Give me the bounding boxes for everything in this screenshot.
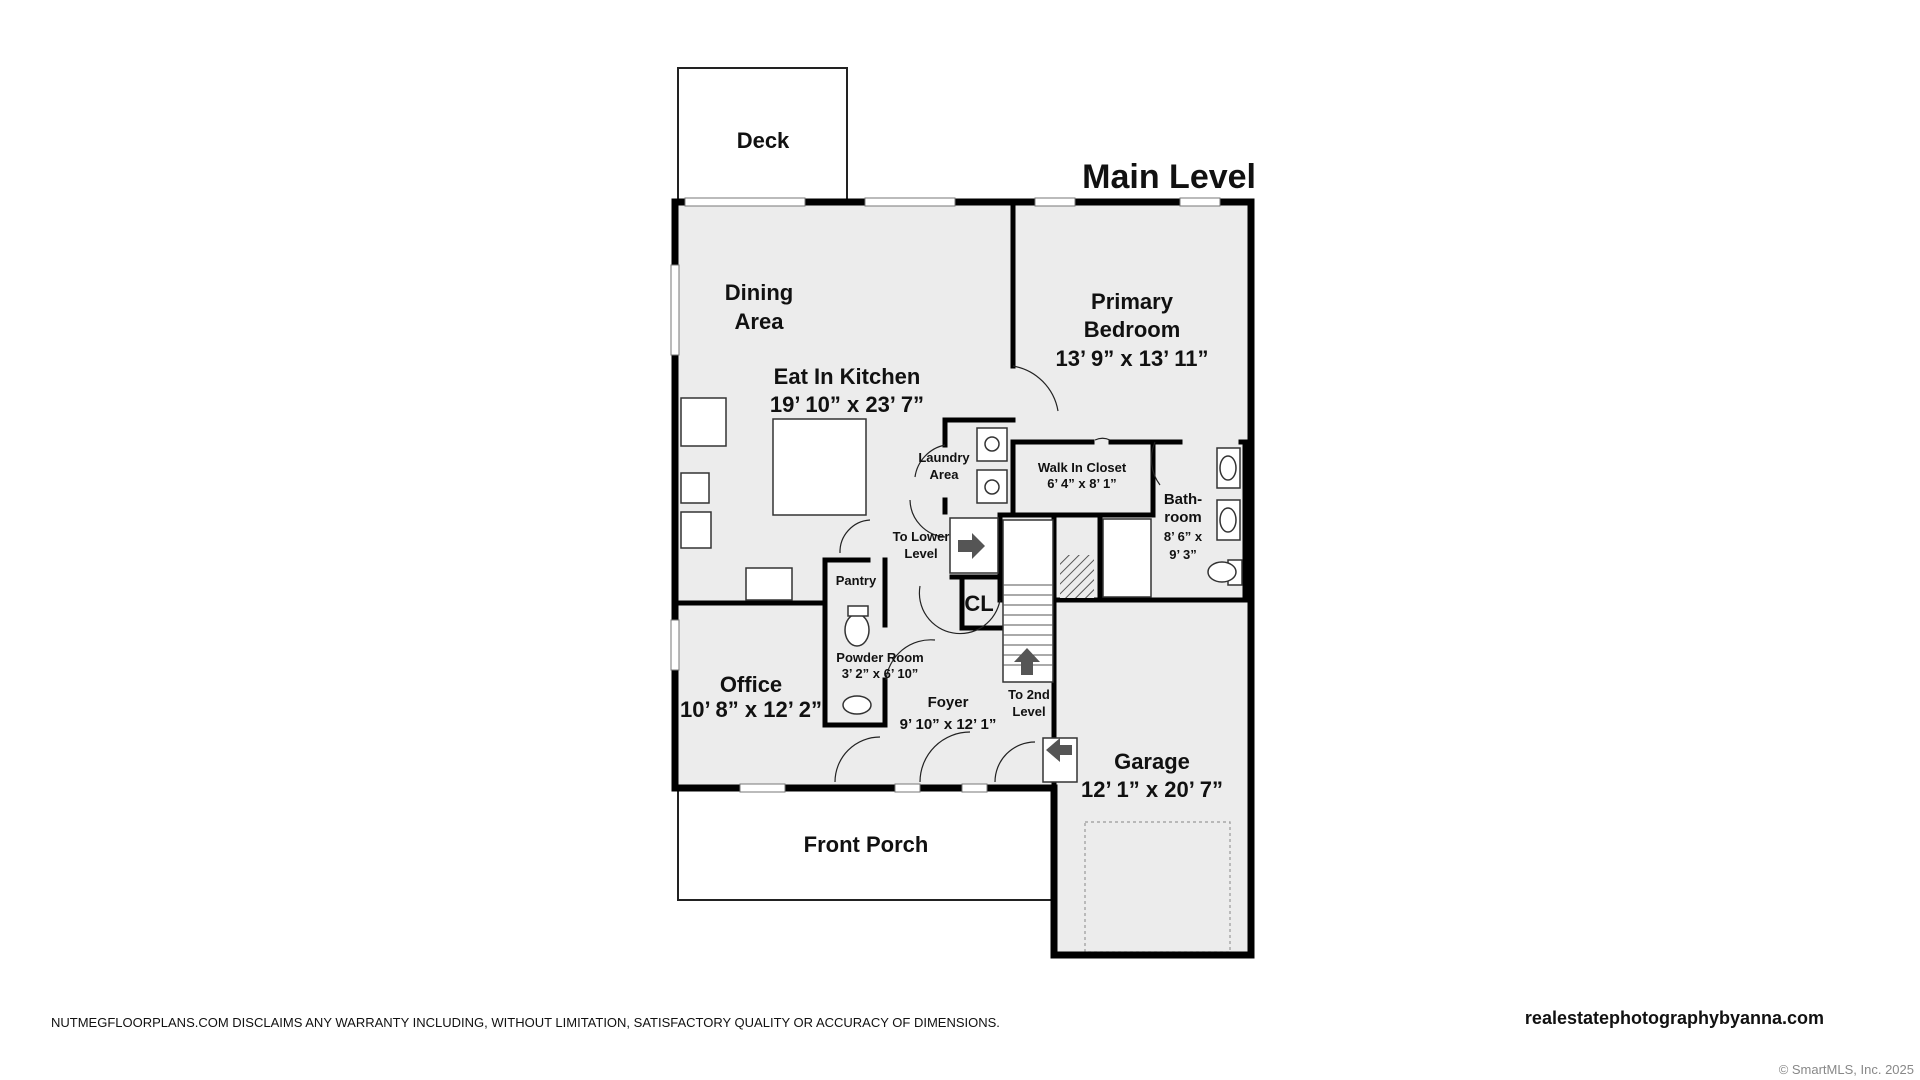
to-2nd-label-line1: To 2nd — [1008, 687, 1050, 702]
bathroom-label-line1: Bath- — [1164, 491, 1202, 508]
deck-label: Deck — [737, 128, 790, 153]
kitchen-label: Eat In Kitchen — [774, 364, 921, 389]
pantry-label: Pantry — [836, 573, 877, 588]
garage-door — [1084, 821, 1231, 953]
hatched-chase — [1060, 555, 1094, 598]
garage-floor — [1054, 602, 1252, 952]
laundry-label-line2: Area — [930, 467, 960, 482]
foyer-dims: 9’ 10” x 12’ 1” — [900, 716, 997, 733]
front-porch-label: Front Porch — [804, 832, 929, 857]
interior-walls — [672, 199, 1254, 791]
door-swings — [834, 365, 1161, 783]
disclaimer-text: NUTMEGFLOORPLANS.COM DISCLAIMS ANY WARRA… — [51, 1015, 1000, 1030]
to-lower-arrow-icon — [958, 533, 985, 559]
to-2nd-label-line2: Level — [1012, 704, 1045, 719]
to-2nd-arrow-icon — [1014, 648, 1040, 675]
walk-in-closet-dims: 6’ 4” x 8’ 1” — [1047, 476, 1116, 491]
foyer-label: Foyer — [928, 694, 969, 711]
to-lower-label-line2: Level — [904, 546, 937, 561]
to-lower-label-line1: To Lower — [893, 529, 950, 544]
windows — [670, 197, 1221, 793]
primary-bedroom-dims: 13’ 9” x 13’ 11” — [1056, 346, 1209, 371]
fixtures — [680, 397, 1243, 783]
website-text: realestatephotographybyanna.com — [1524, 1008, 1824, 1028]
powder-room-dims: 3’ 2” x 6’ 10” — [842, 666, 919, 681]
dining-label-line2: Area — [735, 309, 785, 334]
garage-dims: 12’ 1” x 20’ 7” — [1081, 777, 1223, 802]
powder-room-label: Powder Room — [836, 650, 923, 665]
front-porch-outline — [677, 787, 1055, 901]
walk-in-closet-label: Walk In Closet — [1038, 460, 1127, 475]
kitchen-dims: 19’ 10” x 23’ 7” — [770, 392, 924, 417]
garage-label: Garage — [1114, 749, 1190, 774]
bathroom-dims-line1: 8’ 6” x — [1164, 529, 1203, 544]
primary-bedroom-label-line2: Bedroom — [1084, 317, 1181, 342]
laundry-label-line1: Laundry — [918, 450, 970, 465]
garage-arrow-icon — [1046, 738, 1072, 762]
primary-bedroom-label-line1: Primary — [1091, 289, 1174, 314]
plan-title: Main Level — [1082, 158, 1256, 196]
deck-outline — [677, 67, 848, 201]
closet-label: CL — [964, 591, 993, 616]
office-label: Office — [720, 672, 782, 697]
copyright-text: © SmartMLS, Inc. 2025 — [1778, 1062, 1914, 1077]
bathroom-dims-line2: 9’ 3” — [1169, 547, 1196, 562]
stair-treads — [1003, 584, 1053, 666]
office-dims: 10’ 8” x 12’ 2” — [680, 697, 822, 722]
bathroom-label-line2: room — [1164, 509, 1202, 526]
dining-label-line1: Dining — [725, 280, 793, 305]
